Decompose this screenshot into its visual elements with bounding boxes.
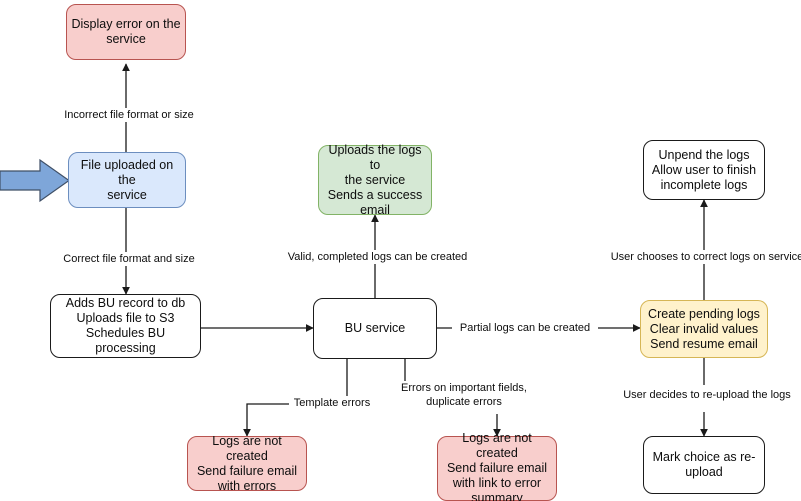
node-logs-not-created-template[interactable]: Logs are not created Send failure email … xyxy=(187,434,307,493)
node-file-uploaded[interactable]: File uploaded on the service xyxy=(68,152,186,208)
edge-label-partial-logs: Partial logs can be created xyxy=(452,321,598,335)
node-display-error[interactable]: Display error on the service xyxy=(66,4,186,60)
node-bu-service[interactable]: BU service xyxy=(313,298,437,359)
edge-label-important-field-errors: Errors on important fields, duplicate er… xyxy=(392,381,536,409)
edge-label-correct-format: Correct file format and size xyxy=(52,252,206,266)
node-unpend-logs[interactable]: Unpend the logs Allow user to finish inc… xyxy=(643,140,765,200)
node-logs-not-created-fields[interactable]: Logs are not created Send failure email … xyxy=(437,431,557,501)
edge-label-template-errors: Template errors xyxy=(289,396,375,410)
edge-label-incorrect-format: Incorrect file format or size xyxy=(52,108,206,122)
edge-label-user-reuploads: User decides to re-upload the logs xyxy=(616,388,798,402)
node-mark-choice[interactable]: Mark choice as re- upload xyxy=(643,436,765,494)
node-uploads-logs[interactable]: Uploads the logs to the service Sends a … xyxy=(318,143,432,217)
edge-label-valid-logs: Valid, completed logs can be created xyxy=(278,250,477,264)
node-create-pending-logs[interactable]: Create pending logs Clear invalid values… xyxy=(640,300,768,358)
start-arrow xyxy=(0,158,70,203)
edge-label-user-corrects: User chooses to correct logs on service xyxy=(607,250,801,264)
node-adds-bu-record[interactable]: Adds BU record to db Uploads file to S3 … xyxy=(50,294,201,358)
